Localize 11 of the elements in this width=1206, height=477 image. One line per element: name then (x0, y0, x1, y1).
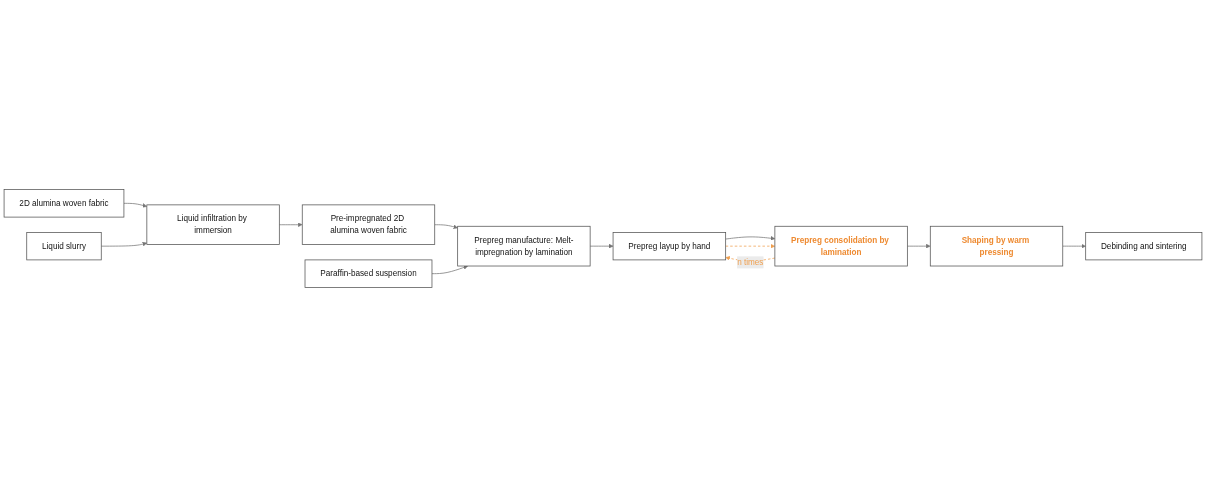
node-box: Prepreg layup by hand (612, 232, 727, 261)
node-box: Prepreg manufacture: Melt-impregnation by lamination (457, 225, 591, 267)
node-box: 2D alumina woven fabric (3, 189, 125, 218)
node-box: Liquid slurry (26, 232, 102, 261)
node-box: Debinding and sintering (1085, 232, 1203, 261)
node-box: Shaping by warm pressing (929, 225, 1064, 267)
node-box: Pre-impregnated 2D alumina woven fabric (301, 204, 436, 245)
node-box: Prepreg consolidation by lamination (774, 225, 908, 267)
edge-label: n times (737, 257, 764, 267)
node-box: Paraffin-based suspension (304, 259, 433, 288)
node-box: Liquid infiltration by immersion (146, 204, 280, 245)
